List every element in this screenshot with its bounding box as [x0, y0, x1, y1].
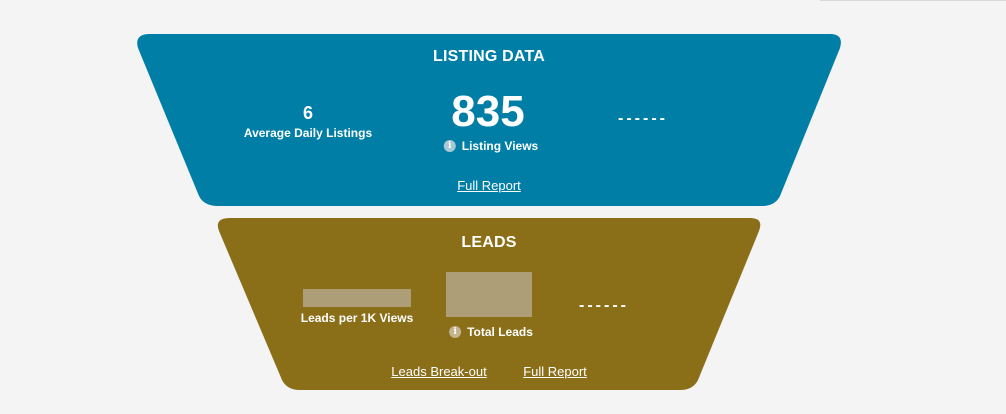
listing-data-panel [137, 34, 841, 206]
listing-views-value: 835 [451, 87, 525, 136]
leads-placeholder-dashes: ------ [579, 297, 629, 314]
listing-data-title: LISTING DATA [432, 48, 546, 65]
total-leads-label-group: i Total Leads [449, 325, 533, 339]
leads-breakout-link[interactable]: Leads Break-out [391, 364, 487, 379]
listing-full-report-link[interactable]: Full Report [457, 178, 521, 193]
listing-views-label-group: i Listing Views [443, 139, 539, 153]
leads-per-1k-value-redacted [303, 289, 411, 307]
top-divider [820, 0, 1006, 1]
info-icon[interactable]: i [449, 326, 462, 338]
leads-full-report-link[interactable]: Full Report [523, 364, 587, 379]
info-icon[interactable]: i [443, 140, 456, 152]
leads-title: LEADS [461, 234, 517, 251]
total-leads-label: Total Leads [467, 325, 533, 339]
listing-views-label: Listing Views [461, 139, 539, 153]
avg-daily-listings-label: Average Daily Listings [243, 126, 373, 140]
avg-daily-listings-value: 6 [302, 103, 314, 123]
listing-placeholder-dashes: ------ [618, 110, 668, 127]
leads-per-1k-label: Leads per 1K Views [300, 311, 414, 325]
total-leads-value-redacted [446, 272, 532, 317]
